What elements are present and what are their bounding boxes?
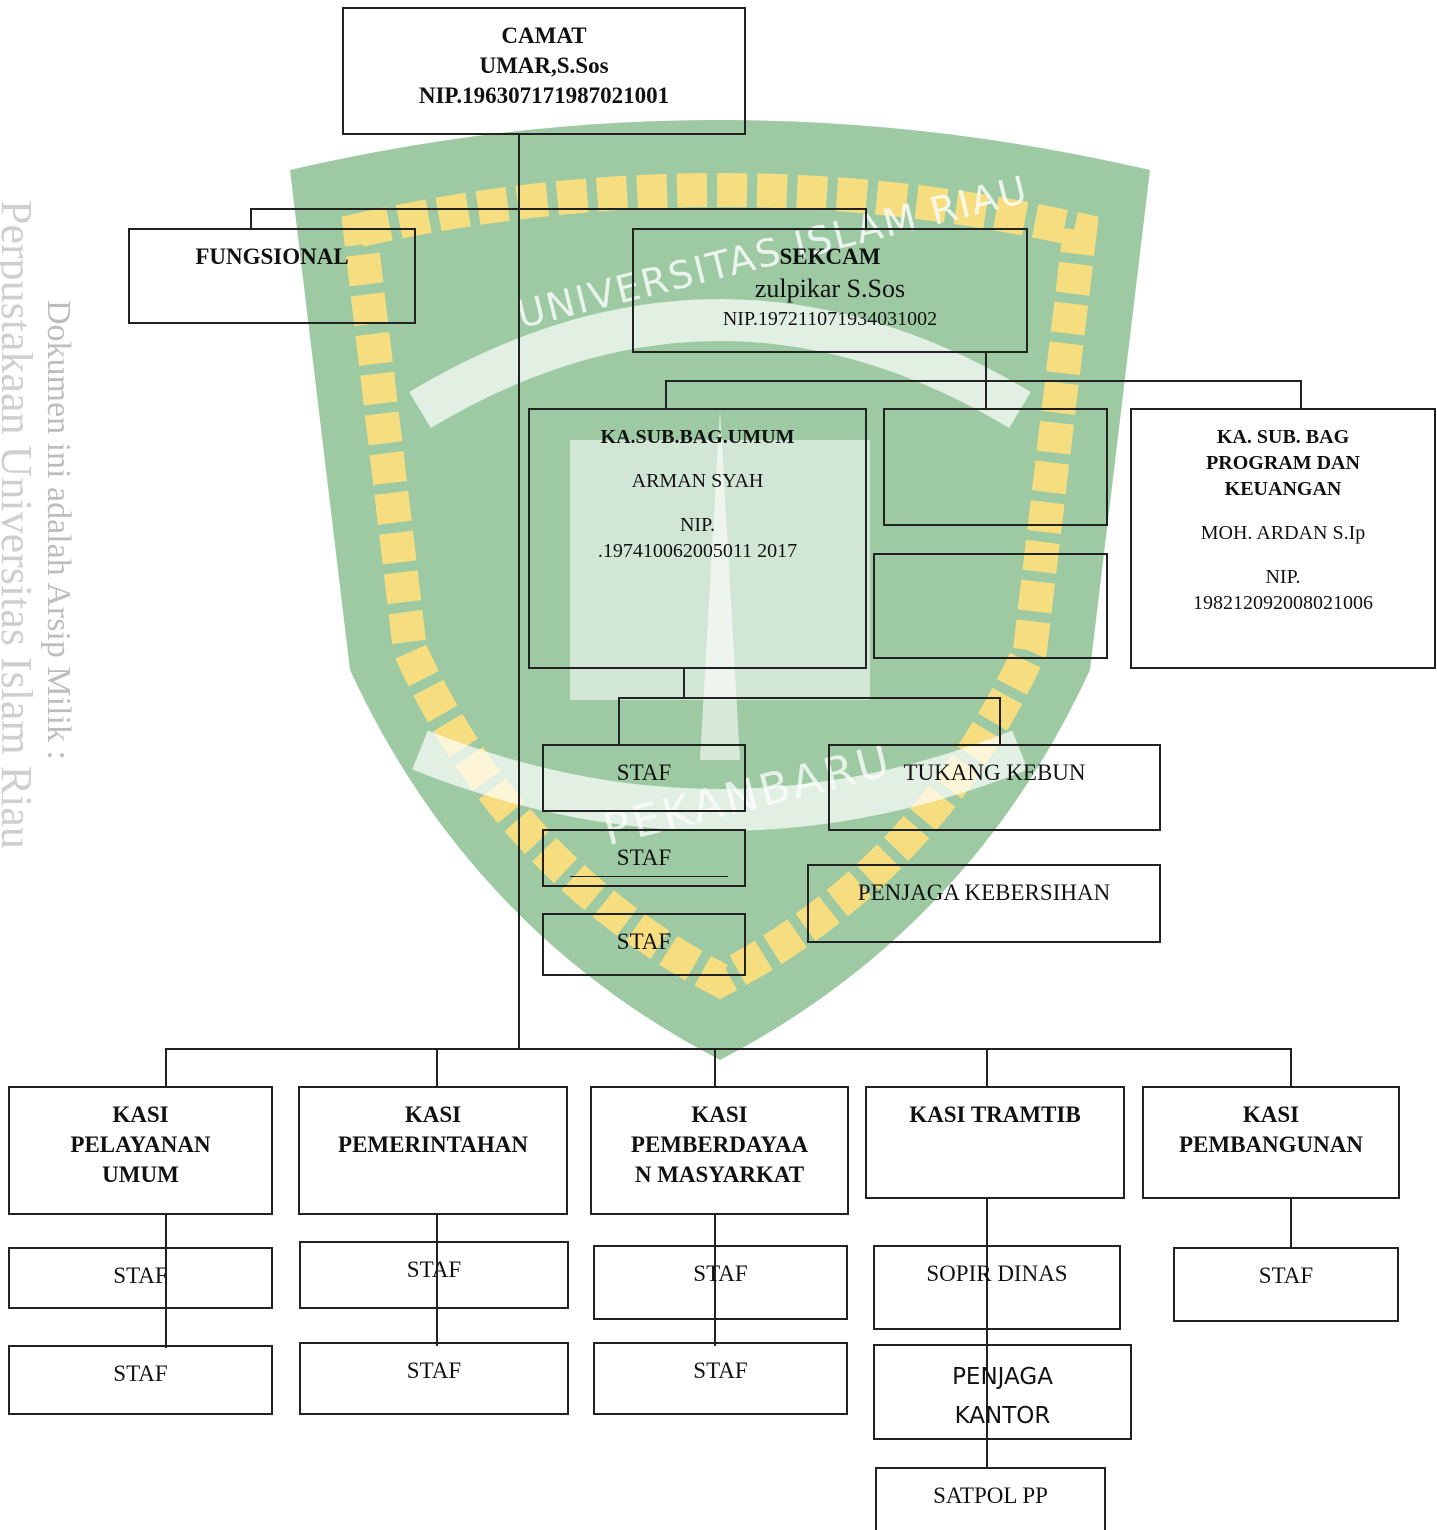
tukang-kebun-label: TUKANG KEBUN [903,760,1086,785]
penjaga-kantor-box: PENJAGA KANTOR [873,1344,1132,1440]
side-watermark-text-2: Perpustakaan Universitas Islam Riau [0,200,41,849]
kasi-2-line2: PEMERINTAHAN [338,1131,528,1157]
umum-staf-1: STAF [542,744,746,812]
kasi-1-staf-2-label: STAF [113,1361,168,1386]
umum-staf-1-label: STAF [616,760,672,785]
umum-name: ARMAN SYAH [631,470,764,492]
side-watermark: Dokumen ini adalah Arsip Milik : Perpust… [0,200,77,849]
kasi-pemerintahan-box: KASI PEMERINTAHAN [298,1086,568,1215]
satpol-pp-box: SATPOL PP [875,1467,1106,1530]
penjaga-kebersihan-label: PENJAGA KEBERSIHAN [857,880,1111,905]
umum-staf-3: STAF [542,913,746,976]
kasi-3-line2: PEMBERDAYAA [630,1131,809,1157]
sekcam-name: zulpikar S.Sos [754,273,906,303]
penjaga-kebersihan-box: PENJAGA KEBERSIHAN [807,864,1161,943]
kasi-2-staf-1-label: STAF [406,1257,462,1282]
line-kasi5-staf [1290,1197,1292,1249]
kasi-5-staf-1-label: STAF [1258,1263,1314,1288]
umum-box: KA.SUB.BAG.UMUM ARMAN SYAH NIP. .1974100… [528,408,867,669]
line-kasi2-staf [436,1213,438,1346]
line-kasi1-staf [165,1213,167,1348]
line-to-kasi-3 [714,1048,716,1088]
kasi-2-staf-2: STAF [299,1342,569,1415]
camat-nip: NIP.196307171987021001 [418,82,670,108]
line-kasi-branch [165,1048,1292,1050]
camat-name: UMAR,S.Sos [479,52,609,78]
kasi-3-line3: N MASYARKAT [634,1161,805,1187]
umum-staf-2-label: STAF [616,845,672,870]
university-seal-watermark [290,120,1150,1060]
kasi-5-line2: PEMBANGUNAN [1179,1131,1363,1157]
kasi-1-staf-2: STAF [8,1345,273,1415]
kasi-pelayanan-umum-box: KASI PELAYANAN UMUM [8,1086,273,1215]
line-umum-down [683,668,685,698]
program-role-line1: KA. SUB. BAG [1216,426,1350,448]
umum-staf-3-label: STAF [616,929,672,954]
kasi-pemberdayaan-box: KASI PEMBERDAYAA N MASYARKAT [590,1086,849,1215]
umum-staf-2: STAF [542,829,746,887]
kasi-2-staf-2-label: STAF [406,1358,462,1383]
kasi-tramtib-box: KASI TRAMTIB [865,1086,1125,1199]
kasi-1-staf-1-label: STAF [113,1263,168,1288]
line-umum-branch [618,697,1001,699]
program-name: MOH. ARDAN S.Ip [1200,522,1366,544]
kasi-3-line1: KASI [691,1102,748,1127]
kasi-3-staf-2-label: STAF [693,1358,748,1383]
kasi-1-line3: UMUM [102,1161,179,1187]
kasi-pembangunan-box: KASI PEMBANGUNAN [1142,1086,1400,1199]
line-to-tukang-kebun [999,697,1001,745]
kasi-1-staf-1: STAF [8,1247,273,1309]
umum-staf-2-underline [570,876,728,877]
sekcam-role: SEKCAM [779,244,881,269]
fungsional-label: FUNGSIONAL [195,244,349,269]
kasi-2-line1: KASI [404,1102,462,1127]
line-to-kasi-4 [986,1048,988,1088]
tukang-kebun-box: TUKANG KEBUN [828,744,1161,831]
line-to-sekcam [865,208,867,230]
penjaga-kantor-label-2: KANTOR [954,1403,1051,1430]
side-watermark-text-1: Dokumen ini adalah Arsip Milik : [40,300,77,760]
penjaga-kantor-label-1: PENJAGA [952,1364,1053,1390]
line-sekcam-branch [665,380,1302,382]
line-kasi4-staf [986,1197,988,1469]
empty-box-2 [873,553,1108,659]
umum-role: KA.SUB.BAG.UMUM [600,426,795,448]
line-to-fungsional [250,208,252,230]
sekcam-box: SEKCAM zulpikar S.Sos NIP.19721107193403… [632,228,1028,353]
program-role-line2: PROGRAM DAN [1206,452,1360,474]
kasi-3-staf-1: STAF [593,1245,848,1320]
sekcam-nip: NIP.197211071934031002 [722,307,938,330]
sopir-dinas-box: SOPIR DINAS [873,1245,1121,1330]
fungsional-box: FUNGSIONAL [128,228,416,324]
camat-box: CAMAT UMAR,S.Sos NIP.196307171987021001 [342,7,746,135]
kasi-5-line1: KASI [1242,1102,1300,1127]
line-to-kasi-2 [436,1048,438,1088]
kasi-3-staf-1-label: STAF [693,1261,748,1286]
kasi-5-staf-1: STAF [1173,1247,1399,1322]
satpol-pp-label: SATPOL PP [933,1483,1048,1508]
kasi-3-staf-2: STAF [593,1342,848,1415]
line-to-kasi-5 [1290,1048,1292,1088]
line-top-branch [250,208,867,210]
line-to-staf1 [618,697,620,745]
line-kasi3-staf [714,1213,716,1346]
program-role-line3: KEUANGAN [1224,478,1342,500]
line-to-kasi-1 [165,1048,167,1088]
kasi-1-line2: PELAYANAN [70,1131,211,1157]
line-to-program [1300,380,1302,410]
umum-nip-label: NIP. [679,514,715,536]
kasi-4-line1: KASI TRAMTIB [909,1102,1081,1127]
umum-nip: .197410062005011 2017 [597,540,798,562]
program-box: KA. SUB. BAG PROGRAM DAN KEUANGAN MOH. A… [1130,408,1436,669]
kasi-2-staf-1: STAF [299,1241,569,1309]
kasi-1-line1: KASI [112,1102,169,1127]
program-nip-label: NIP. [1265,566,1301,588]
program-nip: 198212092008021006 [1193,592,1373,614]
empty-box-1 [883,408,1108,526]
camat-role: CAMAT [501,23,587,48]
line-to-umum [665,380,667,410]
line-camat-trunk [518,133,520,1048]
sopir-dinas-label: SOPIR DINAS [926,1261,1068,1286]
